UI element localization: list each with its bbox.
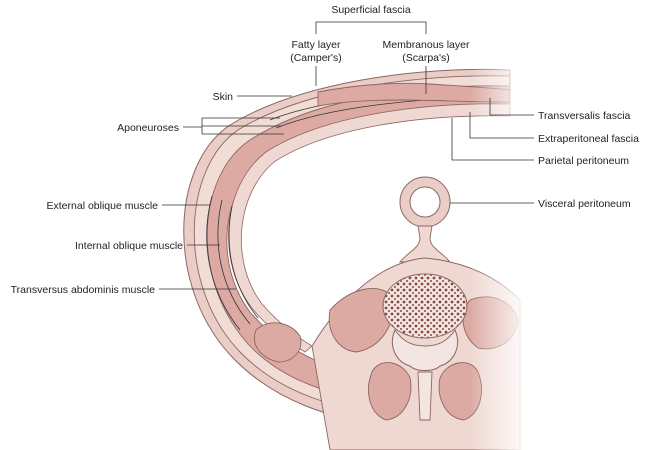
muscle-boundary-2 — [217, 199, 251, 325]
posterior-wall — [254, 257, 521, 450]
spinous-process — [417, 371, 433, 421]
label-aponeuroses: Aponeuroses — [117, 122, 179, 134]
vertebral-arch — [391, 328, 459, 371]
bowel-loop — [399, 176, 451, 263]
erector-spinae-left — [368, 362, 412, 421]
label-parietal-peritoneum: Parietal peritoneum — [538, 155, 629, 167]
label-transversalis-fascia: Transversalis fascia — [538, 110, 631, 122]
leader-lines — [159, 21, 534, 290]
label-membranous-layer-line1: Membranous layer — [383, 39, 470, 51]
leader-extraperitoneal — [469, 112, 534, 139]
label-external-oblique: External oblique muscle — [47, 200, 159, 212]
label-fatty-layer-line2: (Camper's) — [290, 52, 342, 64]
right-fade — [470, 60, 530, 450]
bowel-lumen — [409, 186, 441, 218]
label-visceral-peritoneum: Visceral peritoneum — [538, 198, 631, 210]
label-membranous-layer-line2: (Scarpa's) — [402, 52, 450, 64]
label-extraperitoneal-fascia: Extraperitoneal fascia — [538, 133, 639, 145]
muscle-boundary-3 — [228, 205, 259, 319]
leader-superficial-fascia — [315, 21, 427, 34]
leader-transversalis — [489, 98, 534, 116]
label-transversus-abdominis: Transversus abdominis muscle — [11, 284, 155, 296]
labels: Superficial fascia Fatty layer (Camper's… — [11, 4, 639, 296]
leader-parietal-peritoneum — [451, 118, 534, 161]
label-superficial-fascia: Superficial fascia — [331, 4, 411, 16]
quadratus-lumborum — [254, 322, 302, 363]
muscle-boundary-1 — [206, 195, 241, 331]
vertebral-body — [382, 273, 468, 339]
label-fatty-layer-line1: Fatty layer — [291, 39, 341, 51]
psoas-muscle-left — [328, 288, 394, 353]
label-internal-oblique: Internal oblique muscle — [75, 240, 183, 252]
mesentery — [399, 225, 451, 263]
label-skin: Skin — [213, 91, 234, 103]
leader-aponeuroses — [183, 117, 284, 135]
